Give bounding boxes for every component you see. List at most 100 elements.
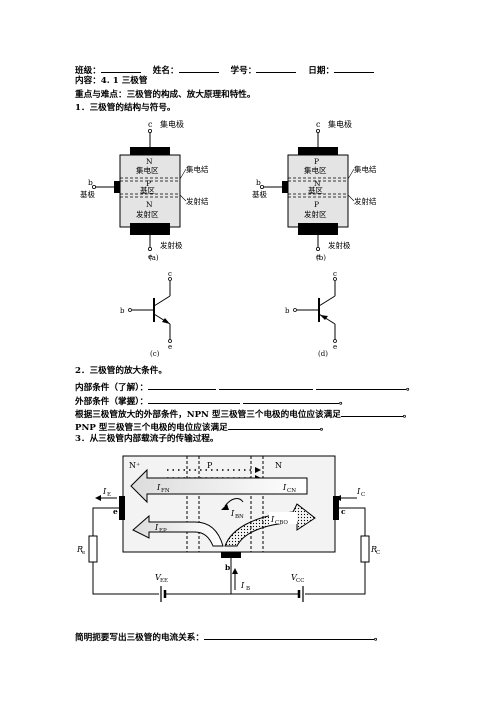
i-e-label: I — [102, 487, 107, 496]
fig-b-collector-junction: 集电结 — [354, 164, 377, 174]
npn-symbol: c b e — [120, 270, 172, 350]
rc-sub: C — [376, 550, 380, 556]
name-blank[interactable] — [178, 63, 219, 73]
name-label: 姓名： — [152, 66, 179, 76]
pnp-blank[interactable] — [227, 420, 320, 430]
header-line: 班级： 姓名： 学号： 日期： — [75, 63, 375, 77]
i-bn-label: I — [230, 509, 235, 518]
ib-sub: B — [246, 586, 250, 592]
i-bn-sub: BN — [235, 514, 244, 520]
class-blank[interactable] — [100, 63, 141, 73]
fig-a-mid-name: 基区 — [140, 185, 155, 195]
i-e-sub: E — [107, 492, 111, 498]
fig-a-caption: (a) — [149, 254, 159, 262]
re-label: R — [76, 545, 83, 554]
vcc-sub: CC — [296, 578, 304, 584]
internal-cond-line: 内部条件（了解）： 。 — [75, 380, 415, 394]
fig-b-c-pin: c — [316, 120, 321, 129]
external-blank-1[interactable] — [148, 394, 241, 404]
fig-c-c-pin: c — [168, 270, 172, 278]
i-c-label: I — [356, 487, 361, 496]
fig-a-b-pin: b — [88, 178, 93, 187]
content-line: 内容：4. 1 三极管 — [75, 76, 148, 86]
fig-c-e-pin: e — [168, 343, 172, 350]
fig-a-c-label: 集电极 — [160, 119, 184, 129]
fig-b-mid-name: 基区 — [308, 185, 323, 195]
external-cond-label: 外部条件（掌握）： — [75, 397, 149, 407]
npn-condition-text: 根据三极管放大的外部条件，NPN 型三极管三个电极的电位应该满足 — [75, 410, 341, 420]
final-text: 简明扼要写出三极管的电流关系： — [75, 633, 204, 643]
fig-b-bot-letter: P — [314, 200, 319, 209]
flow-e-pin: e — [113, 507, 118, 516]
fig-a-e-pin: e — [148, 252, 153, 260]
npn-condition-line: 根据三极管放大的外部条件，NPN 型三极管三个电极的电位应该满足 。 — [75, 407, 411, 421]
internal-period: 。 — [406, 383, 415, 393]
fig-d-c-pin: c — [333, 270, 337, 278]
class-label: 班级： — [75, 66, 101, 76]
pnp-symbol: c b e — [285, 270, 337, 350]
npn-period: 。 — [402, 410, 412, 420]
id-label: 学号： — [230, 66, 257, 76]
date-label: 日期： — [308, 66, 335, 76]
fig-a-b-label: 基极 — [80, 189, 95, 199]
rc-label: R — [370, 545, 377, 554]
carrier-transport-diagram: N⁺ P N I FN I CN I BN I EP I CBO e c b I… — [76, 455, 380, 602]
i-cn-label: I — [282, 483, 287, 492]
fig-b-e-label: 发射极 — [328, 240, 351, 250]
pnp-structure-diagram: c 集电极 P 集电区 N 基区 P 发射区 集电结 发射结 b 基极 e 发射… — [252, 119, 377, 260]
fig-b-top-name: 集电区 — [304, 165, 327, 175]
fig-d-e-pin: e — [333, 343, 337, 350]
external-blank-2[interactable] — [243, 394, 340, 404]
fig-c-b-pin: b — [120, 307, 125, 315]
final-line: 简明扼要写出三极管的电流关系：。 — [75, 630, 383, 644]
pnp-condition-text: PNP 型三极管三个电极的电位应该满足 — [75, 423, 228, 433]
i-fn-sub: FN — [161, 488, 170, 494]
fig-b-caption: (b) — [316, 254, 326, 262]
fig-a-bot-name: 发射区 — [136, 209, 159, 219]
fig-b-emitter-junction: 发射结 — [354, 196, 377, 206]
fig-c-caption: (c) — [150, 350, 160, 358]
section2-heading: 2．三极管的放大条件。 — [75, 366, 167, 376]
i-fn-label: I — [156, 483, 161, 492]
n-plus-region-label: N⁺ — [129, 461, 140, 470]
npn-blank[interactable] — [340, 407, 403, 417]
npn-structure-diagram: c 集电极 N 集电区 P 基区 N 发射区 集电结 发射结 b 基极 e 发射… — [80, 119, 209, 260]
pnp-period: 。 — [319, 423, 329, 433]
i-cbo-label: I — [270, 515, 275, 524]
vee-sub: EE — [160, 578, 168, 584]
fig-b-mid-letter: N — [314, 179, 321, 188]
fig-a-mid-letter: P — [146, 179, 151, 188]
date-blank[interactable] — [334, 63, 375, 73]
id-blank[interactable] — [256, 63, 297, 73]
fig-b-b-label: 基极 — [252, 189, 267, 199]
final-blank[interactable] — [203, 630, 374, 640]
fig-a-emitter-junction: 发射结 — [186, 196, 209, 206]
section1-heading: 1．三极管的结构与符号。 — [75, 103, 176, 113]
fig-b-bot-name: 发射区 — [304, 209, 327, 219]
fig-a-c-pin: c — [148, 120, 153, 129]
i-cbo-sub: CBO — [275, 520, 288, 526]
flow-b-pin: b — [225, 563, 230, 572]
fig-d-b-pin: b — [285, 307, 290, 315]
re-sub: e — [82, 550, 85, 556]
external-period: 。 — [339, 397, 348, 407]
i-c-sub: C — [361, 492, 365, 498]
fig-a-e-label: 发射极 — [160, 240, 183, 250]
i-ep-label: I — [154, 523, 159, 532]
n-region-label: N — [275, 461, 282, 470]
fig-d-caption: (d) — [318, 350, 328, 358]
key-points: 重点与难点：三极管的构成、放大原理和特性。 — [75, 90, 256, 100]
section3-heading: 3．从三极管内部载流子的传输过程。 — [75, 434, 219, 444]
internal-cond-label: 内部条件（了解）： — [75, 383, 149, 393]
internal-blank-2[interactable] — [219, 380, 314, 390]
fig-b-top-letter: P — [314, 157, 319, 166]
pnp-condition-line: PNP 型三极管三个电极的电位应该满足 。 — [75, 420, 328, 434]
fig-b-e-pin: e — [316, 252, 321, 260]
fig-a-bot-letter: N — [146, 200, 153, 209]
internal-blank-3[interactable] — [316, 380, 407, 390]
i-cn-sub: CN — [287, 488, 296, 494]
fig-b-c-label: 集电极 — [328, 119, 352, 129]
fig-a-collector-junction: 集电结 — [186, 164, 209, 174]
internal-blank-1[interactable] — [148, 380, 217, 390]
i-ep-sub: EP — [159, 528, 167, 534]
